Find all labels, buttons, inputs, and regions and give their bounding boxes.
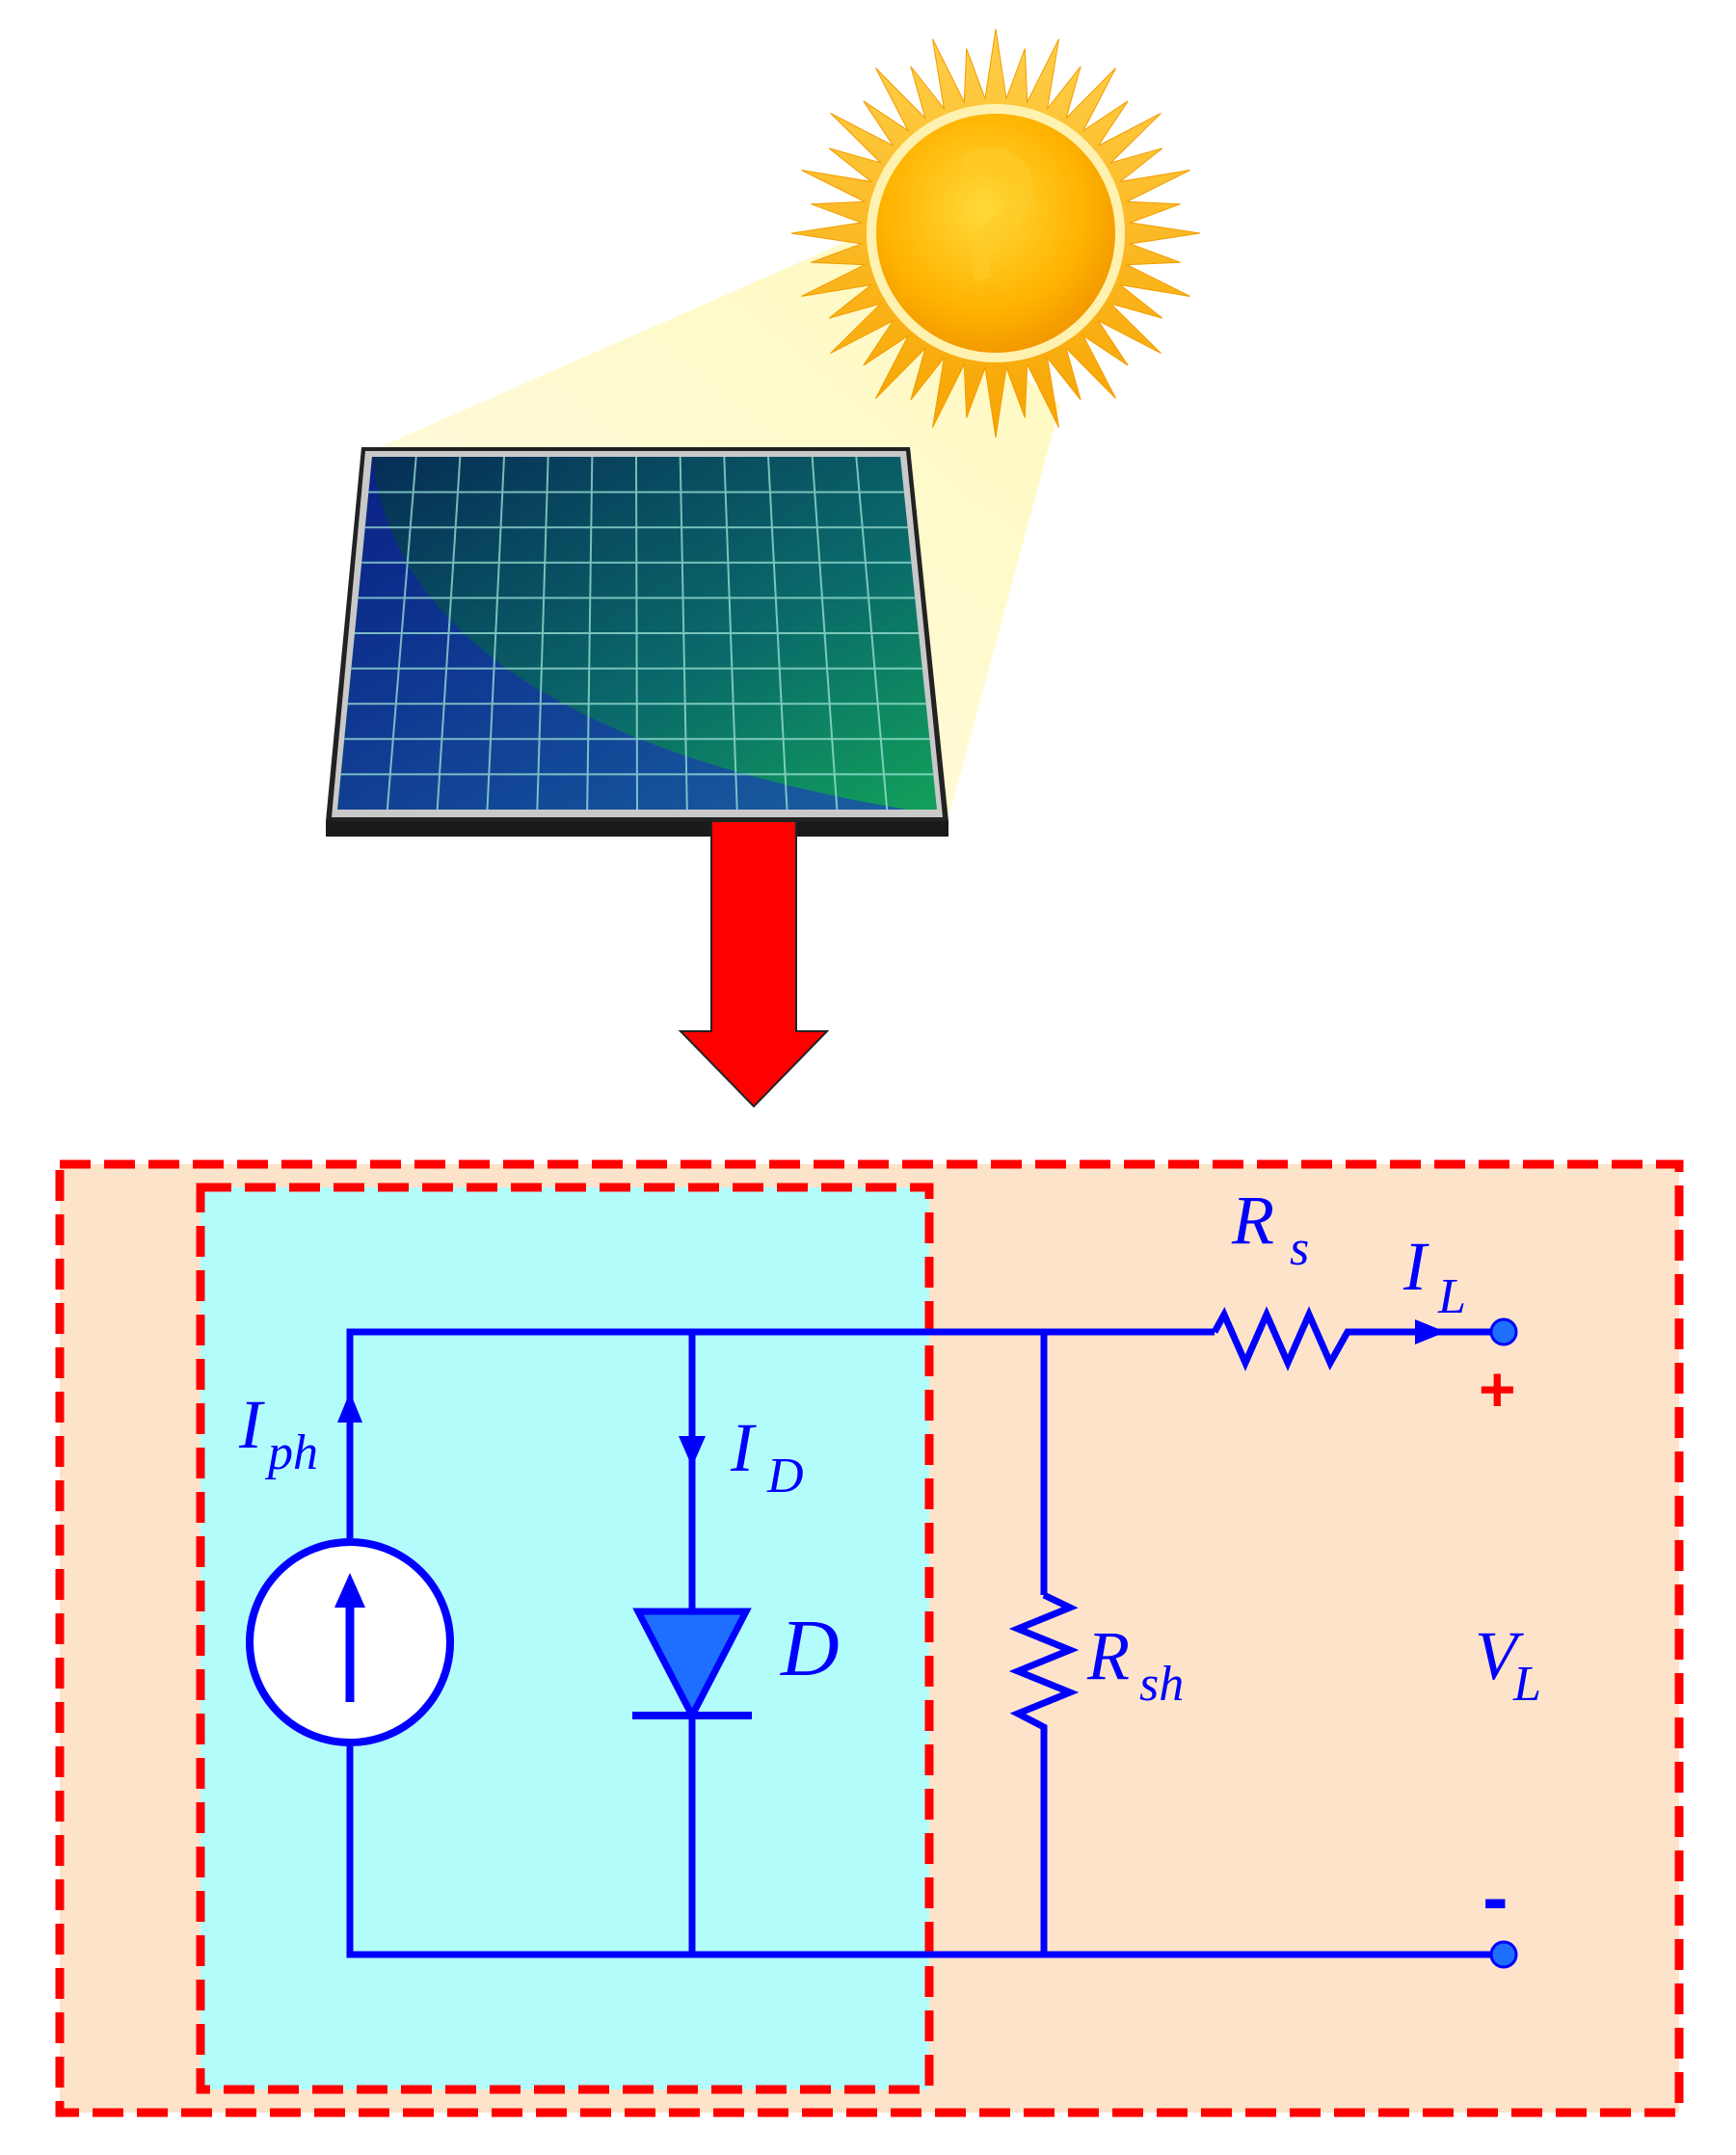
svg-text:L: L [1512, 1657, 1541, 1712]
svg-text:D: D [766, 1449, 804, 1503]
svg-text:R: R [1231, 1182, 1274, 1259]
circuit-wires [346, 1328, 1504, 1958]
label-rsh: R sh [1086, 1617, 1184, 1712]
svg-text:I: I [730, 1409, 757, 1486]
label-rs: R s [1231, 1182, 1309, 1276]
svg-text:ph: ph [264, 1425, 318, 1480]
iph-arrow [337, 1392, 362, 1423]
label-diode: D [780, 1604, 840, 1693]
resistor-icon [1211, 1306, 1357, 1371]
current-source-icon [246, 1538, 454, 1746]
diode-icon [632, 1608, 752, 1723]
svg-text:R: R [1086, 1617, 1130, 1694]
svg-text:V: V [1475, 1617, 1524, 1694]
svg-text:sh: sh [1139, 1657, 1184, 1712]
svg-text:s: s [1290, 1221, 1309, 1276]
label-iph: I ph [238, 1386, 318, 1480]
label-il: I L [1402, 1228, 1466, 1324]
sun-icon [790, 28, 1201, 439]
id-arrow [679, 1436, 706, 1467]
label-vl: V L [1475, 1617, 1541, 1712]
terminal-negative[interactable] [1489, 1940, 1518, 1969]
il-arrow [1415, 1319, 1446, 1344]
down-arrow-icon [678, 820, 830, 1108]
shunt-resistor-icon [1008, 1591, 1080, 1735]
label-minus: - [1482, 1854, 1509, 1940]
solar-panel-icon [326, 447, 948, 837]
terminal-positive[interactable] [1489, 1317, 1518, 1346]
svg-text:I: I [1402, 1228, 1429, 1305]
label-plus: + [1479, 1353, 1516, 1424]
label-id: I D [730, 1409, 804, 1503]
svg-text:L: L [1437, 1269, 1466, 1324]
svg-text:I: I [238, 1386, 265, 1463]
